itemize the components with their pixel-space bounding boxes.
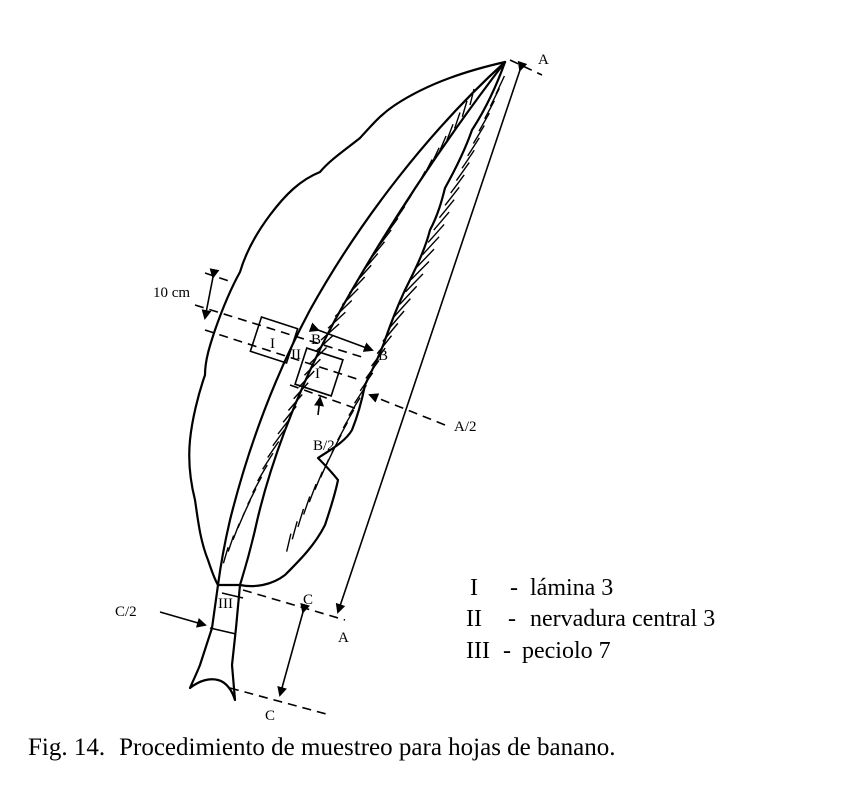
leaf-vein [308,483,317,503]
legend: I - lámina 3 II - nervadura central 3 II… [466,575,715,664]
label-c-half: C/2 [115,604,137,620]
leaf-vein [282,405,297,423]
label-a-bottom: A [338,630,349,646]
leaf-vein [423,159,433,176]
a-half-arrow [368,393,446,426]
legend-text-ii: nervadura central 3 [530,606,715,632]
leaf-vein [342,409,355,429]
leaf-vein [467,137,480,157]
a-length-line [335,60,528,614]
leaf-vein [297,508,305,528]
leaf-vein [277,417,291,435]
leaf-vein [222,547,229,564]
leaf-vein [298,370,315,388]
label-b-half: B/2 [313,438,335,454]
label-b-inner: B [311,332,321,348]
leaf-vein [393,206,406,223]
a-bottom-dashed [242,589,346,621]
leaf-vein [291,521,298,540]
leaf-vein [285,533,292,552]
label-region-iii: III [218,596,233,612]
legend-key-i: I [470,575,478,601]
petiole-cut-upper [221,592,244,599]
leaf-vein [303,358,321,376]
label-region-i-left: I [270,336,275,352]
legend-key-ii: II [466,606,482,632]
figure-caption-text: Procedimiento de muestreo para hojas de … [119,734,616,761]
label-region-i-right: I [315,366,320,382]
ten-cm-dimension-line [201,268,220,320]
leaf-vein [370,241,386,259]
leaf-vein [272,429,286,447]
leaf-vein [359,372,374,392]
leaf-vein [262,452,274,470]
leaf-vein [287,394,303,411]
label-ten-cm: 10 cm [153,285,190,301]
leaf-vein [378,229,392,247]
leaf-vein [232,523,240,540]
leaf-vein [365,360,380,379]
ten-cm-upper-tick [204,272,233,283]
label-c-bottom: C [265,708,275,724]
leaf-blade-outline [188,60,507,588]
leaf-vein [489,88,500,107]
legend-sep-ii: - [508,606,516,632]
petiole-outline [188,583,242,702]
middle-band-line [204,329,361,381]
leaf-vein [227,535,235,552]
b-arrow [308,322,374,352]
c-bottom-dashed [229,687,331,716]
label-a-half: A/2 [454,419,477,435]
label-region-ii: II [291,347,301,363]
c-half-arrow [159,611,207,628]
leaf-vein [385,217,399,235]
b-half-arrow [314,396,325,416]
a-top-dashed [509,59,543,76]
leaf-vein [267,441,280,458]
legend-key-iii: III [466,638,490,664]
legend-text-iii: peciolo 7 [522,638,611,664]
figure-number: Fig. 14. [28,734,106,761]
legend-sep-i: - [510,575,518,601]
leaf-vein [257,464,268,482]
legend-text-i: lámina 3 [530,575,613,601]
label-b-outer: B [378,348,388,364]
label-c-top: C [303,592,313,608]
sample-region-i-left-box [249,316,299,364]
legend-sep-iii: - [503,638,511,664]
leaf-vein [293,382,309,400]
leaf-vein [314,471,323,491]
figure-caption: Fig. 14. Procedimiento de muestreo para h… [28,734,615,762]
c-length-line [277,602,310,697]
leaf-vein [252,476,263,494]
label-a-top: A [538,52,549,68]
petiole-cut-lower [209,627,237,635]
leaf-vein [472,125,485,144]
leaf-vein [302,496,311,515]
